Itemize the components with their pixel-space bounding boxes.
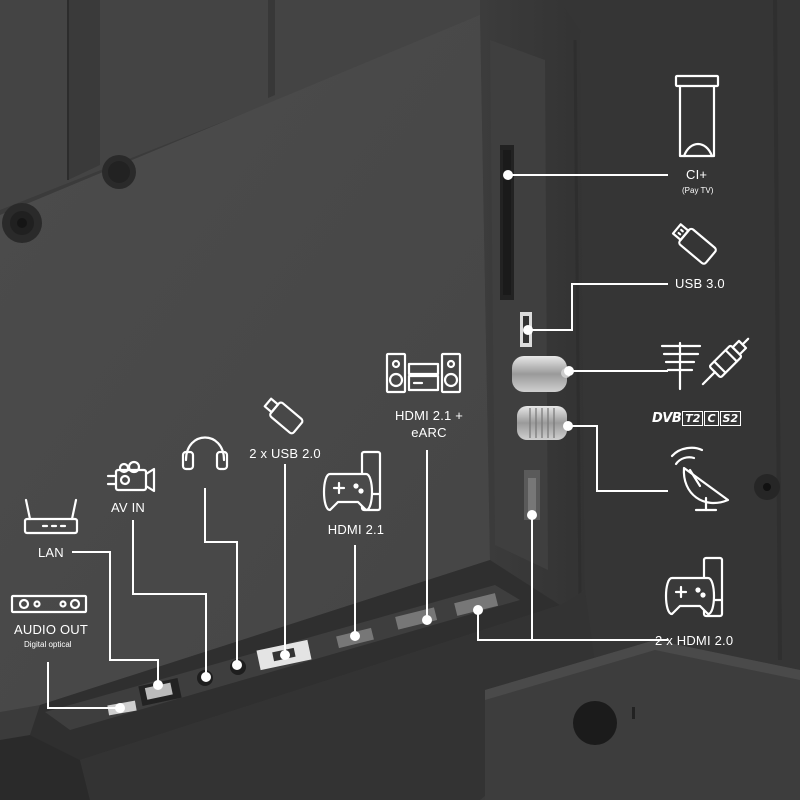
hdmi-port-3 — [454, 593, 499, 616]
hdmi21-earc-label-line1: HDMI 2.1 + — [394, 408, 464, 423]
ci-plus-sublabel: (Pay TV) — [682, 186, 714, 195]
hdmi21-earc-label-line2: eARC — [411, 425, 447, 440]
ci-plus-label: CI+ — [686, 167, 708, 182]
headphones-icon — [181, 436, 229, 471]
stand — [485, 640, 800, 800]
lan-label: LAN — [38, 545, 64, 560]
stand-hole — [573, 701, 617, 745]
av-in-label: AV IN — [111, 500, 145, 515]
gamepad-console-icon-hdmi21 — [322, 450, 382, 512]
speaker-system-icon — [385, 352, 462, 394]
audio-out-label: AUDIO OUT — [14, 622, 89, 637]
line-avin — [132, 520, 207, 677]
mount-bar-center — [268, 0, 275, 98]
dvb-s2: S2 — [719, 411, 742, 426]
audio-out-sublabel: Digital optical — [24, 640, 72, 649]
satellite-dish-icon — [670, 446, 730, 512]
hdmi20-label: 2 x HDMI 2.0 — [655, 633, 734, 648]
dvb-c: C — [704, 411, 719, 426]
right-wall — [560, 0, 800, 800]
camcorder-icon — [106, 460, 156, 493]
dvb-prefix: DVB — [652, 411, 682, 426]
antenna-icon — [660, 341, 702, 391]
router-icon — [23, 498, 79, 535]
hdmi21-label: HDMI 2.1 — [327, 522, 385, 537]
mount-bar-left — [68, 0, 100, 180]
line-optical — [47, 662, 120, 709]
coax-antenna — [512, 356, 567, 392]
optical-receiver-icon — [10, 594, 88, 614]
line-usb30 — [528, 283, 668, 331]
line-headphone — [204, 488, 238, 665]
gamepad-console-icon — [664, 556, 724, 618]
line-sat — [568, 425, 668, 492]
usb-stick-icon-usb20 — [263, 397, 304, 435]
line-lan — [72, 551, 159, 685]
dvb-t2: T2 — [682, 411, 704, 426]
coax-plug-icon — [701, 337, 750, 386]
usb30-label: USB 3.0 — [675, 276, 725, 291]
ci-card-icon — [674, 74, 720, 158]
tv-back-surface — [0, 15, 490, 712]
usb20-label: 2 x USB 2.0 — [249, 446, 321, 461]
line-hdmi20-b — [477, 610, 532, 641]
usb-stick-icon — [671, 223, 717, 265]
